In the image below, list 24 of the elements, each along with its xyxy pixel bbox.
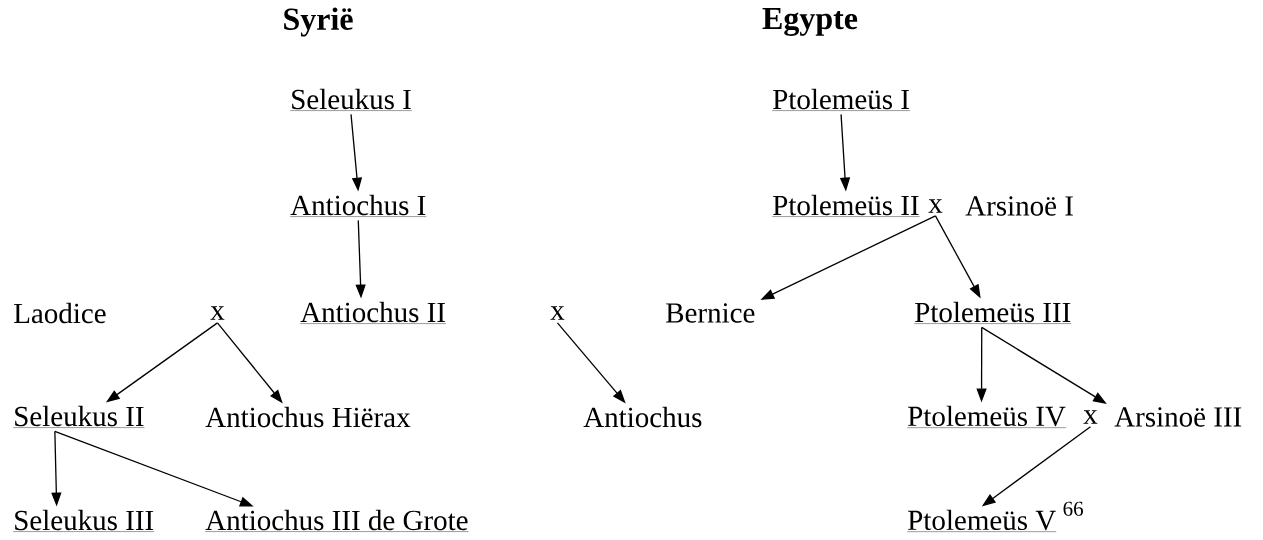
name-text: Laodice bbox=[14, 302, 106, 324]
marriage-sign: x bbox=[210, 306, 225, 320]
column-heading: Syrië bbox=[284, 7, 353, 37]
name-text: Bernice bbox=[666, 303, 755, 323]
name-text: Seleukus I bbox=[290, 88, 413, 111]
name-text: Antiochus I bbox=[290, 194, 427, 217]
name-text: Arsinoë I bbox=[965, 196, 1073, 216]
name-text: Antiochus Hiërax bbox=[205, 406, 411, 428]
name-text: Antiochus bbox=[583, 406, 702, 428]
name-text: Seleukus III bbox=[13, 509, 155, 532]
marriage-sign: x bbox=[550, 306, 565, 320]
name-text: Antiochus III de Grote bbox=[205, 509, 469, 532]
name-text: Ptolemeüs III bbox=[914, 301, 1072, 324]
marriage-sign: x bbox=[928, 199, 943, 213]
name-text: Ptolemeüs IV bbox=[907, 405, 1067, 428]
name-text: Seleukus II bbox=[13, 405, 145, 428]
name-text: Antiochus II bbox=[300, 301, 447, 324]
name-text: Arsinoë III bbox=[1114, 407, 1242, 427]
footnote-mark: 66 bbox=[1063, 501, 1083, 516]
name-text: Ptolemeüs V bbox=[907, 509, 1057, 532]
name-text: Ptolemeüs I bbox=[772, 88, 911, 111]
column-heading: Egypte bbox=[762, 8, 858, 36]
marriage-sign: x bbox=[1083, 410, 1098, 424]
name-text: Ptolemeüs II bbox=[772, 194, 920, 217]
